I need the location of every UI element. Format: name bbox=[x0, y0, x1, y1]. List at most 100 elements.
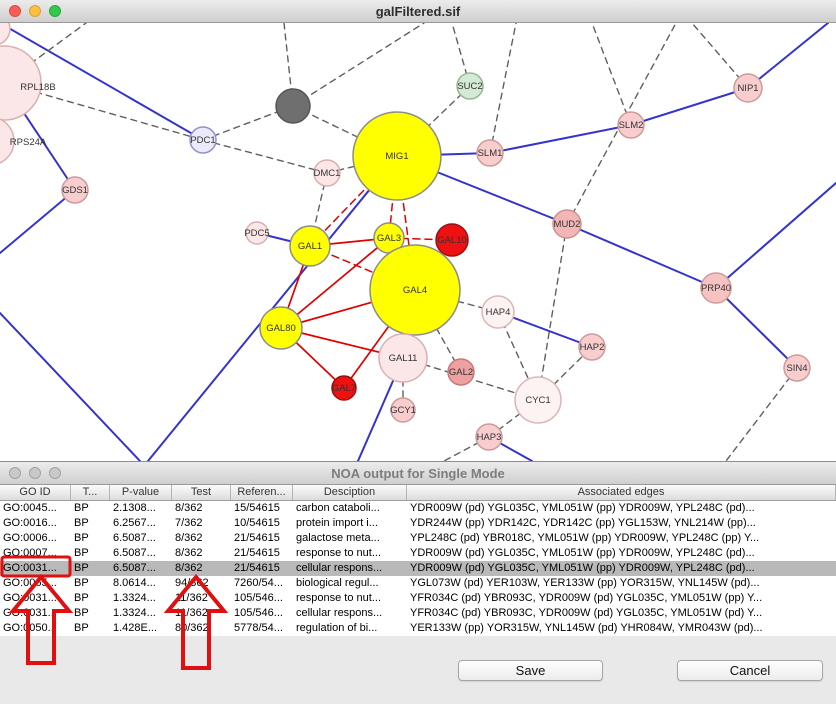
network-node-cyc1[interactable] bbox=[514, 376, 562, 424]
column-header-desciption[interactable]: Desciption bbox=[293, 485, 407, 500]
network-node-gal7[interactable] bbox=[331, 375, 357, 401]
node-label-gcy1: GCY1 bbox=[390, 405, 416, 416]
network-node-pdc5[interactable] bbox=[245, 221, 269, 245]
node-label-slm2: SLM2 bbox=[619, 120, 644, 131]
network-edge[interactable] bbox=[396, 85, 471, 157]
column-header-go-id[interactable]: GO ID bbox=[0, 485, 71, 500]
column-header-p-value[interactable]: P-value bbox=[110, 485, 172, 500]
table-cell: 2.1308... bbox=[113, 502, 156, 514]
table-cell: BP bbox=[74, 502, 89, 514]
network-edge[interactable] bbox=[280, 237, 390, 329]
minimize-button[interactable] bbox=[29, 5, 41, 17]
zoom-button-inactive[interactable] bbox=[49, 467, 61, 479]
network-edge[interactable] bbox=[630, 87, 749, 126]
network-node-slm1[interactable] bbox=[476, 139, 504, 167]
network-node-nip1[interactable] bbox=[733, 73, 763, 103]
network-node-gal10[interactable] bbox=[435, 223, 469, 257]
network-edge[interactable] bbox=[292, 23, 425, 107]
network-node-gal2[interactable] bbox=[447, 358, 475, 386]
network-edge[interactable] bbox=[747, 23, 829, 89]
network-node-mig1[interactable] bbox=[352, 111, 442, 201]
network-node-gal4[interactable] bbox=[369, 244, 461, 336]
network-edge[interactable] bbox=[489, 124, 632, 154]
table-cell: YPL248C (pd) YBR018C, YML051W (pp) YDR00… bbox=[410, 532, 760, 544]
network-edge[interactable] bbox=[725, 367, 798, 461]
table-cell: 8/362 bbox=[175, 502, 203, 514]
network-edge[interactable] bbox=[202, 139, 328, 174]
network-edge[interactable] bbox=[0, 312, 141, 461]
network-edge[interactable] bbox=[566, 223, 717, 289]
column-header-associated-edges[interactable]: Associated edges bbox=[407, 485, 836, 500]
network-node-slm2[interactable] bbox=[617, 111, 645, 139]
network-node-dmc1[interactable] bbox=[313, 159, 341, 187]
network-svg[interactable]: RPL18BRPS24AGDS1PDC1DMC1MIG1SUC2SLM1SLM2… bbox=[0, 23, 836, 461]
network-node-hap2[interactable] bbox=[578, 333, 606, 361]
network-node-gal1[interactable] bbox=[289, 225, 331, 267]
close-button-inactive[interactable] bbox=[9, 467, 21, 479]
network-node-corner[interactable] bbox=[0, 23, 11, 45]
table-cell: 15/54615 bbox=[234, 502, 280, 514]
table-cell: 7260/54... bbox=[234, 577, 283, 589]
network-node-rps24a[interactable] bbox=[0, 117, 15, 165]
network-node-prp40[interactable] bbox=[700, 272, 732, 304]
zoom-button[interactable] bbox=[49, 5, 61, 17]
network-edge[interactable] bbox=[489, 23, 517, 154]
table-cell: regulation of bi... bbox=[296, 622, 378, 634]
network-edge[interactable] bbox=[0, 23, 204, 141]
node-label-prp40: PRP40 bbox=[701, 283, 731, 294]
network-edge[interactable] bbox=[443, 436, 490, 461]
table-cell: 1.3324... bbox=[113, 592, 156, 604]
network-node-gds1[interactable] bbox=[61, 176, 89, 204]
network-edge[interactable] bbox=[0, 189, 76, 254]
network-node-gray1[interactable] bbox=[275, 88, 311, 124]
network-node-gal80[interactable] bbox=[259, 306, 303, 350]
column-header-t[interactable]: T... bbox=[71, 485, 110, 500]
network-node-gcy1[interactable] bbox=[390, 397, 416, 423]
table-cell: 21/54615 bbox=[234, 547, 280, 559]
column-header-referen[interactable]: Referen... bbox=[231, 485, 293, 500]
network-node-hap4[interactable] bbox=[481, 295, 515, 329]
network-window-titlebar[interactable]: galFiltered.sif bbox=[0, 0, 836, 23]
table-cell: GO:0031... bbox=[3, 607, 57, 619]
network-node-rpl18b[interactable] bbox=[0, 45, 42, 121]
network-node-sin4[interactable] bbox=[783, 354, 811, 382]
save-button[interactable]: Save bbox=[458, 660, 603, 681]
table-cell: GO:0031... bbox=[3, 562, 57, 574]
network-edge[interactable] bbox=[309, 155, 398, 247]
node-label-pdc5: PDC5 bbox=[244, 228, 269, 239]
table-cell: 6.5087... bbox=[113, 562, 156, 574]
network-edge[interactable] bbox=[715, 287, 798, 369]
network-edge[interactable] bbox=[292, 105, 398, 157]
network-node-pdc1[interactable] bbox=[189, 126, 217, 154]
network-node-suc2[interactable] bbox=[456, 72, 484, 100]
table-cell: 105/546... bbox=[234, 607, 283, 619]
table-cell: 11/362 bbox=[175, 607, 208, 619]
cancel-button[interactable]: Cancel bbox=[677, 660, 823, 681]
table-cell: 80/362 bbox=[175, 622, 209, 634]
column-header-test[interactable]: Test bbox=[172, 485, 231, 500]
table-cell: YFR034C (pd) YBR093C, YDR009W (pd) YGL03… bbox=[410, 592, 763, 604]
node-label-nip1: NIP1 bbox=[737, 83, 758, 94]
node-label-pdc1: PDC1 bbox=[190, 135, 215, 146]
minimize-button-inactive[interactable] bbox=[29, 467, 41, 479]
network-node-gal11[interactable] bbox=[378, 333, 428, 383]
network-edge[interactable] bbox=[591, 23, 632, 126]
network-node-mud2[interactable] bbox=[552, 209, 582, 239]
network-node-hap3[interactable] bbox=[475, 423, 503, 451]
noa-window-titlebar[interactable]: NOA output for Single Mode bbox=[0, 462, 836, 485]
network-edge[interactable] bbox=[715, 182, 836, 289]
network-edge[interactable] bbox=[537, 223, 568, 401]
close-button[interactable] bbox=[9, 5, 21, 17]
table-cell: BP bbox=[74, 547, 89, 559]
